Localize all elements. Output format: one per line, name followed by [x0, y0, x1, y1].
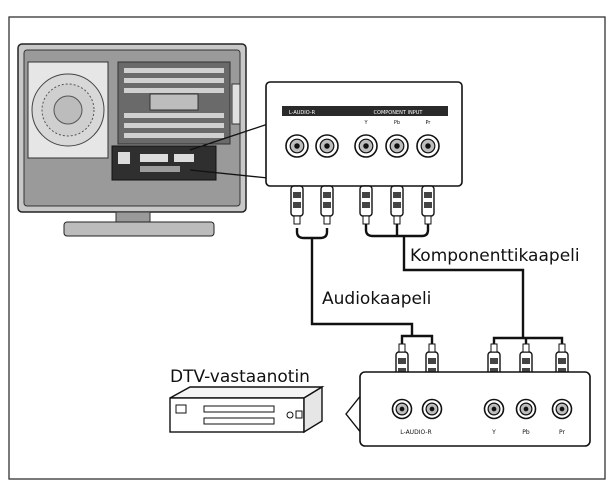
tv-jack-audio-r: [315, 134, 339, 158]
tv-input-jacks: [285, 134, 440, 158]
receiver-button-icon: [286, 411, 294, 419]
tv-input-panel: [265, 81, 463, 187]
tv-cable-plugs: [290, 185, 435, 225]
tv-jack-pb: [385, 134, 409, 158]
tv-plug-audio-r: [320, 185, 334, 225]
tv-stand-base: [63, 221, 215, 237]
tv-plug-y: [359, 185, 373, 225]
audio-cable: [295, 228, 434, 346]
tv-jack-y: [354, 134, 378, 158]
tv-panel-audio-header: L-AUDIO-R: [289, 110, 316, 116]
vent-slots: [124, 68, 224, 138]
receiver-output-jacks: [391, 398, 573, 420]
tv-panel-component-header: COMPONENT INPUT: [374, 110, 424, 116]
component-cable: [364, 224, 564, 348]
dtv-receiver-label: DTV-vastaanotin: [170, 367, 310, 387]
receiver-jack-audio-l: [391, 398, 413, 420]
receiver-audio-label: L-AUDIO-R: [400, 429, 431, 436]
audio-cable-label: Audiokaapeli: [322, 289, 431, 309]
tv-plug-pr: [421, 185, 435, 225]
tv-panel-y-label: Y: [363, 120, 368, 126]
receiver-jack-y: [483, 398, 505, 420]
tv-jack-pr: [416, 134, 440, 158]
receiver-y-label: Y: [491, 429, 496, 436]
tv-back: [17, 43, 247, 237]
receiver-pr-label: Pr: [559, 429, 566, 436]
component-cable-label: Komponenttikaapeli: [410, 246, 580, 266]
diagram-frame: [8, 16, 606, 480]
tv-panel-pr-label: Pr: [426, 120, 432, 126]
tv-panel-pb-label: Pb: [394, 120, 400, 126]
receiver-pb-label: Pb: [522, 429, 530, 436]
receiver-jack-audio-r: [421, 398, 443, 420]
tv-jack-audio-l: [285, 134, 309, 158]
receiver-jack-pb: [515, 398, 537, 420]
dtv-receiver: [169, 385, 325, 434]
receiver-output-panel: [359, 371, 591, 447]
tv-plug-pb: [390, 185, 404, 225]
receiver-jack-pr: [551, 398, 573, 420]
tv-plug-audio-l: [290, 185, 304, 225]
